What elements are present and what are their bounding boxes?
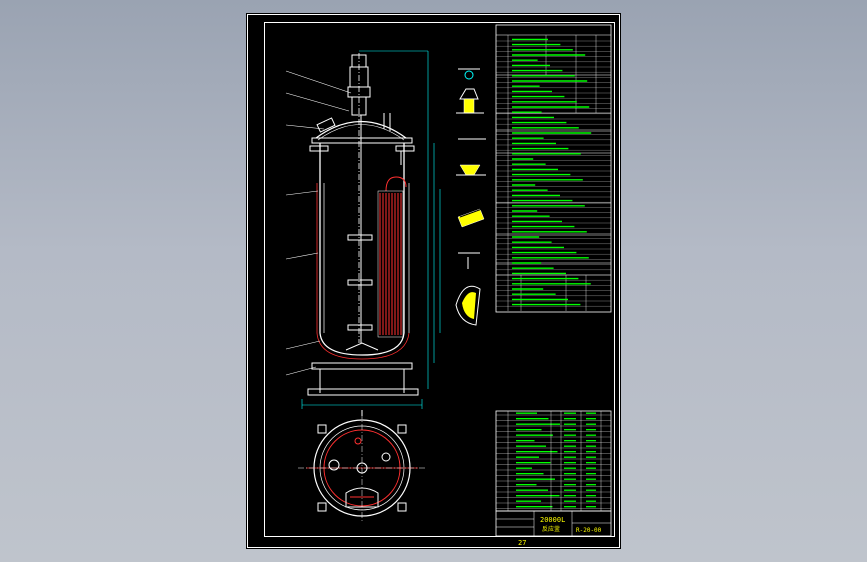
impeller-1 <box>347 234 373 241</box>
detail-5 <box>455 285 481 326</box>
shaft-hub <box>356 462 368 474</box>
impeller-3 <box>347 324 373 331</box>
support-ring <box>311 362 413 370</box>
vessel-plan-view <box>298 410 426 523</box>
manhole <box>316 117 336 133</box>
drawing-number: R-20-00 <box>576 527 602 534</box>
inner-border <box>264 22 615 537</box>
coil-bundle <box>377 176 407 338</box>
detail-views <box>455 68 486 326</box>
parts-list-table <box>495 410 612 512</box>
detail-2 <box>456 138 486 176</box>
body-flange <box>311 137 413 144</box>
outer-border <box>247 14 620 548</box>
drawing-sheet: 20000L 反应釜 R-20-00 27 <box>246 13 621 549</box>
lug-ne <box>397 424 407 434</box>
manway-plan <box>345 487 379 508</box>
title-block: 20000L 反应釜 R-20-00 <box>495 510 612 537</box>
technical-spec-table <box>495 24 612 313</box>
title-sub: 反应釜 <box>542 525 560 533</box>
lug-sw <box>317 502 327 512</box>
detail-3 <box>457 208 485 228</box>
nozzle-right <box>395 145 415 152</box>
dimension-lines <box>301 50 441 409</box>
title-main: 20000L <box>540 516 565 524</box>
base-plate <box>307 388 419 396</box>
vessel-elevation-view <box>285 50 441 409</box>
impeller-2 <box>347 279 373 286</box>
bottom-head <box>319 332 405 356</box>
top-head <box>315 121 407 139</box>
detail-4 <box>458 252 480 269</box>
bottom-impeller <box>345 342 379 351</box>
lug-se <box>397 502 407 512</box>
detail-1 <box>456 68 484 114</box>
nozzle-left <box>309 145 329 152</box>
cad-drawing-canvas: 20000L 反应釜 R-20-00 27 <box>247 14 620 548</box>
lug-nw <box>317 424 327 434</box>
page-number: 27 <box>518 539 526 547</box>
